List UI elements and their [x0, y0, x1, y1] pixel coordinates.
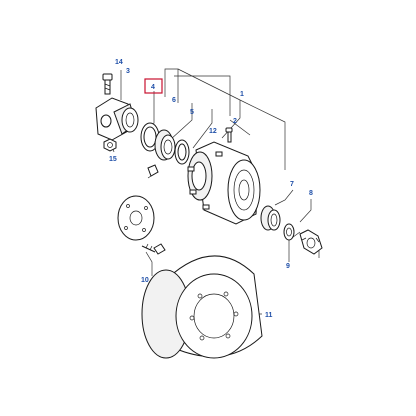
dust-plate: [117, 195, 155, 241]
callouts: 1 2 3 4 5 6 7 8 9 10 11 12 14 15: [109, 59, 313, 319]
callout-1: 1: [240, 91, 244, 98]
part-11-brake-drum: [141, 255, 263, 359]
part-6-inner-bearing: [154, 129, 176, 161]
part-7-outer-bearing: [260, 205, 281, 231]
callout-9: 9: [286, 263, 290, 270]
callout-15: 15: [109, 156, 117, 163]
part-2-wheel-stud: [225, 127, 233, 143]
part-9-washer: [283, 223, 295, 241]
callout-7: 7: [290, 181, 294, 188]
part-14-bolt: [102, 73, 113, 95]
callout-2: 2: [233, 118, 237, 125]
callout-3: 3: [126, 68, 130, 75]
small-fitting: [147, 164, 159, 179]
part-10-bolt: [141, 243, 166, 255]
callout-12: 12: [209, 128, 217, 135]
part-8-castle-nut: [299, 229, 323, 255]
part-5-race: [174, 139, 190, 165]
callout-4: 4: [151, 84, 155, 91]
callout-8: 8: [309, 190, 313, 197]
callout-14: 14: [115, 59, 123, 66]
callout-11: 11: [265, 312, 273, 319]
callout-10: 10: [141, 277, 149, 284]
part-4-seal-ring: [140, 122, 160, 152]
part-12-hub: [187, 141, 261, 225]
part-15-nut: [103, 138, 117, 152]
callout-5: 5: [190, 109, 194, 116]
callout-6: 6: [172, 97, 176, 104]
highlight-box: [144, 78, 163, 94]
part-3-spindle: [95, 97, 139, 141]
